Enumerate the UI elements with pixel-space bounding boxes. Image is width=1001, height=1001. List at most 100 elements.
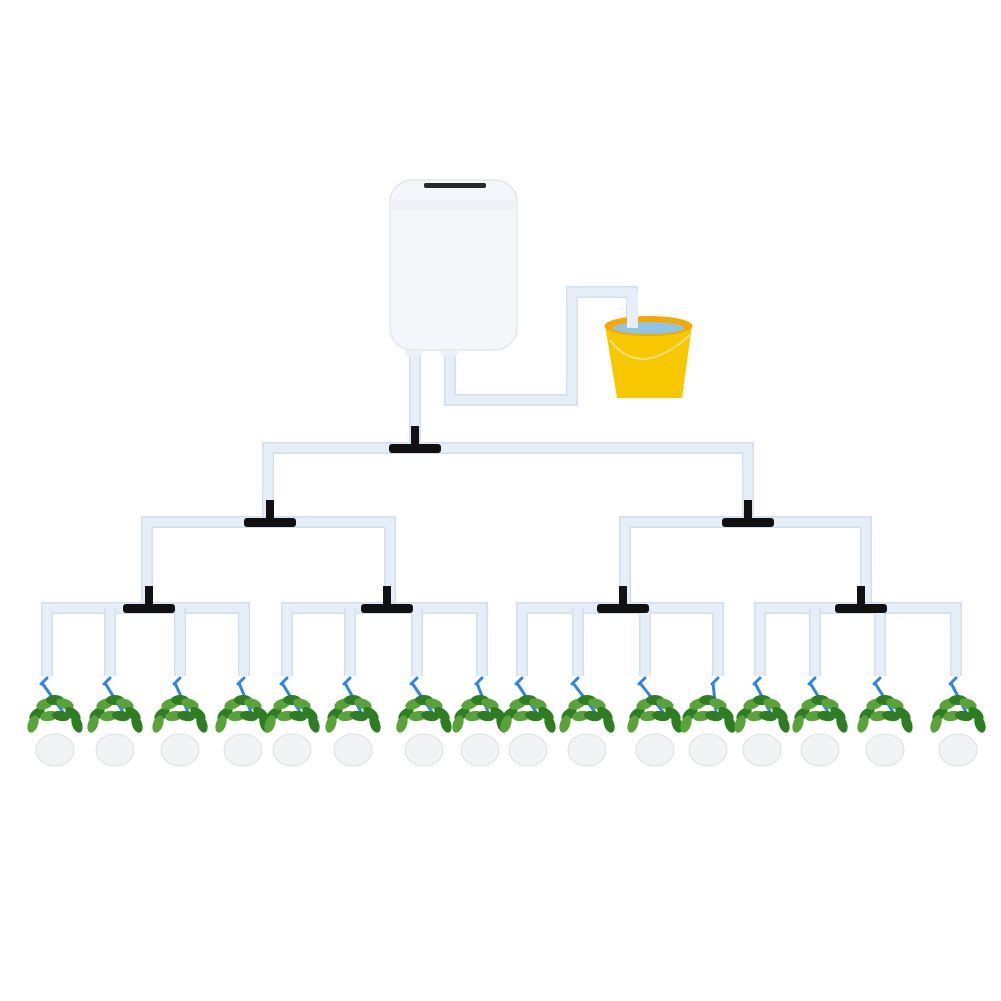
water-bucket (604, 292, 693, 398)
leaf (308, 715, 320, 733)
pot (333, 733, 373, 767)
leaf (886, 698, 904, 710)
leaf (500, 715, 512, 733)
leaf (293, 698, 311, 710)
tube-outline (619, 516, 872, 608)
leaf (421, 710, 439, 722)
leaf (481, 698, 499, 710)
bucket-handle (609, 334, 691, 360)
leaf (116, 698, 134, 710)
water-surface (612, 322, 685, 334)
tube-outline (262, 442, 754, 522)
pot (223, 733, 263, 767)
controller-lid-seam (392, 200, 515, 210)
tube-outline (281, 602, 488, 676)
pot (160, 733, 200, 767)
plant-unit (559, 676, 615, 767)
leaf (778, 715, 790, 733)
controller-body (389, 179, 518, 351)
plant-unit (792, 676, 848, 767)
leaf (112, 710, 130, 722)
leaf (724, 715, 736, 733)
leaf (974, 715, 986, 733)
leaf (603, 715, 615, 733)
pot (404, 733, 444, 767)
tee-connectors (123, 426, 887, 613)
leaf (734, 715, 746, 733)
leaf (671, 715, 683, 733)
leaf (680, 715, 692, 733)
pot (35, 733, 75, 767)
leaf (792, 715, 804, 733)
leaf (584, 710, 602, 722)
plant-unit (500, 676, 556, 767)
tube-outline (516, 602, 724, 676)
leaf (289, 710, 307, 722)
tube-outline (141, 516, 396, 608)
pot (688, 733, 728, 767)
plant-unit (152, 676, 208, 767)
leaf (525, 710, 543, 722)
tee-stem (857, 586, 865, 608)
leaf (477, 710, 495, 722)
tube (142, 517, 395, 608)
tee-stem (411, 426, 419, 448)
tee-stem (383, 586, 391, 608)
tube (517, 603, 723, 676)
leaf (882, 710, 900, 722)
leaf (181, 698, 199, 710)
tube (263, 443, 753, 522)
leaf (369, 715, 381, 733)
leaf (177, 710, 195, 722)
plant-unit (396, 676, 452, 767)
leaf (350, 710, 368, 722)
leaf (763, 698, 781, 710)
pot (567, 733, 607, 767)
leaf (529, 698, 547, 710)
leaf (354, 698, 372, 710)
pot (938, 733, 978, 767)
leaf (901, 715, 913, 733)
leaf (705, 710, 723, 722)
potted-plants (27, 676, 986, 767)
leaf (440, 715, 452, 733)
tube (282, 603, 487, 676)
plant-unit (264, 676, 320, 767)
leaf (627, 715, 639, 733)
leaf (396, 715, 408, 733)
leaf (425, 698, 443, 710)
tube-outline (754, 602, 962, 676)
display-slot (424, 183, 486, 188)
pot (800, 733, 840, 767)
plant-unit (734, 676, 790, 767)
leaf (959, 698, 977, 710)
leaf (544, 715, 556, 733)
pot (460, 733, 500, 767)
plant-unit (452, 676, 508, 767)
tee-connector (722, 518, 774, 527)
plant-unit (930, 676, 986, 767)
leaf (27, 715, 39, 733)
leaf (196, 715, 208, 733)
plant-unit (87, 676, 143, 767)
water-pump-controller (389, 179, 518, 356)
leaf (559, 715, 571, 733)
plant-unit (27, 676, 83, 767)
tee-stem (619, 586, 627, 608)
pot (635, 733, 675, 767)
leaf (71, 715, 83, 733)
plant-unit (627, 676, 683, 767)
pot (508, 733, 548, 767)
leaf (652, 710, 670, 722)
leaf (821, 698, 839, 710)
pot (865, 733, 905, 767)
plant-unit (857, 676, 913, 767)
leaf (264, 715, 276, 733)
pot (742, 733, 782, 767)
tee-stem (145, 586, 153, 608)
pot (95, 733, 135, 767)
bucket-body (605, 325, 692, 398)
tube (755, 603, 961, 676)
tee-connector (123, 604, 175, 613)
